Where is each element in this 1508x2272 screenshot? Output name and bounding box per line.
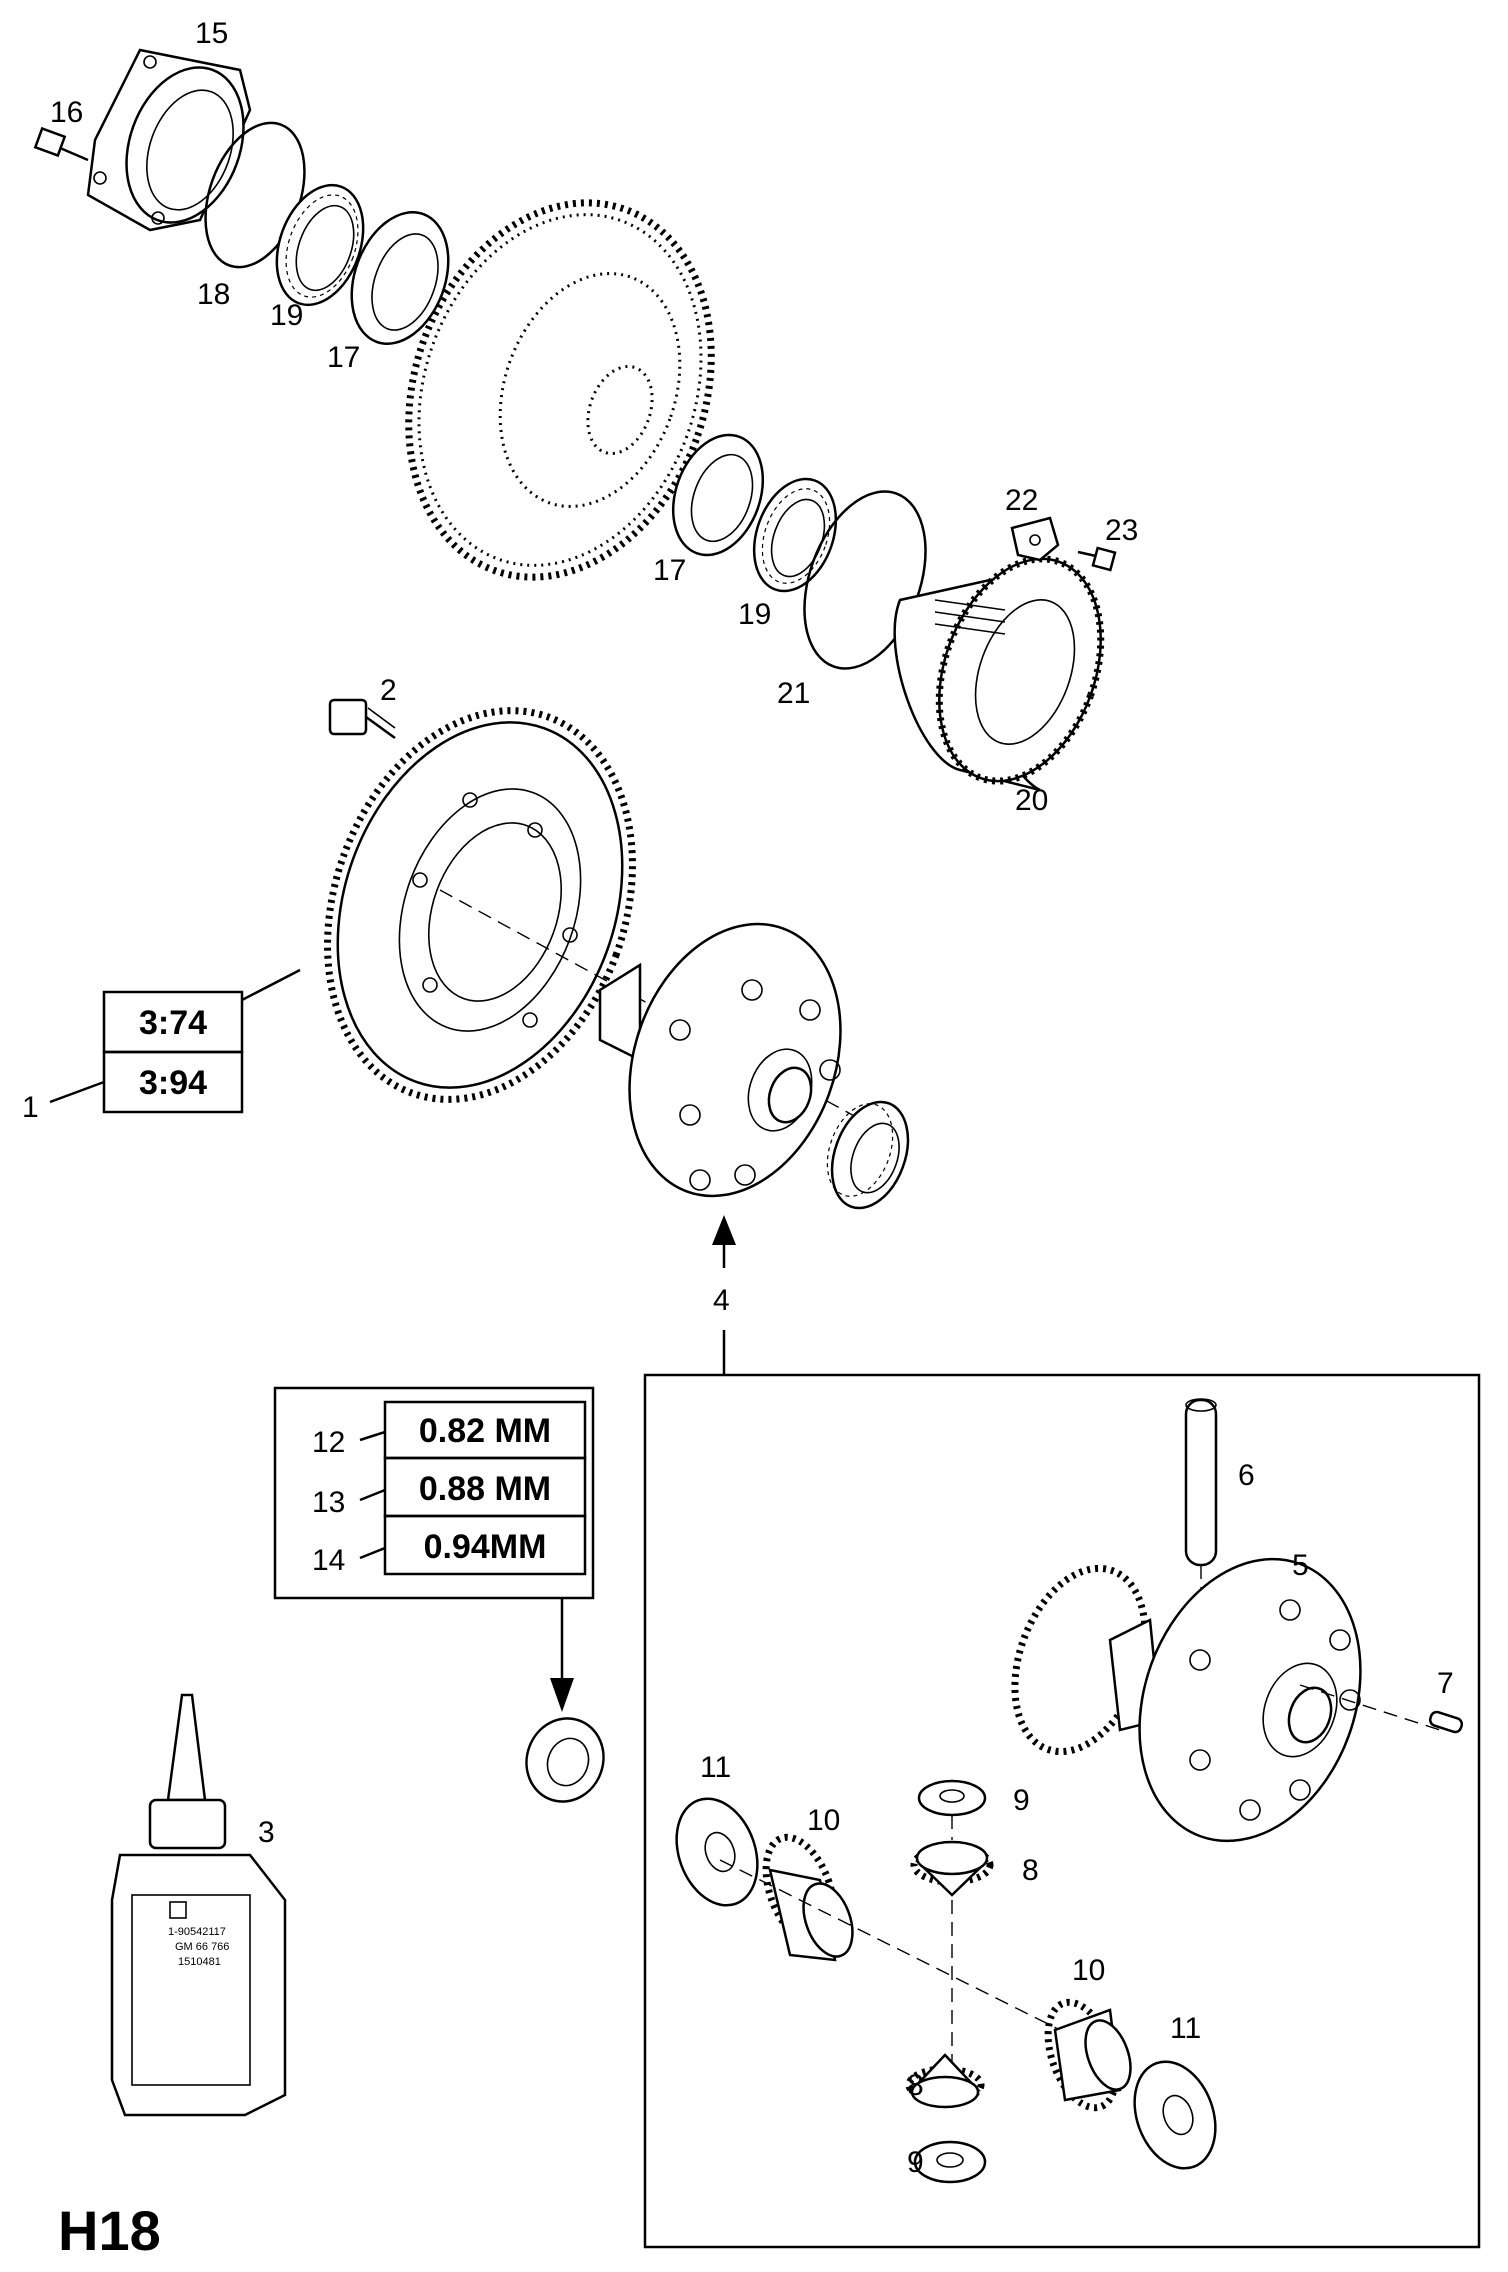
callout-14: 14 bbox=[312, 1544, 345, 1577]
callout-9: 9 bbox=[907, 2146, 924, 2179]
bottle-label-line1: 1-90542117 bbox=[168, 1926, 226, 1938]
callout-9: 9 bbox=[1013, 1784, 1030, 1817]
thrust-washer-9-top bbox=[917, 1779, 987, 1817]
callout-15: 15 bbox=[195, 17, 228, 50]
bottle-label-line3: 1510481 bbox=[178, 1956, 221, 1968]
exploded-inset-frame bbox=[643, 1373, 1481, 2249]
shim-088: 0.88 MM bbox=[419, 1470, 551, 1508]
bearing-19-left bbox=[275, 183, 365, 307]
callout-10: 10 bbox=[1072, 1954, 1105, 1987]
bearing-race-17-right bbox=[671, 433, 765, 557]
differential-case-4 bbox=[598, 922, 842, 1198]
arrow-down-to-shim bbox=[525, 1598, 605, 1803]
callout-1: 1 bbox=[22, 1091, 39, 1124]
pinion-gear-8-bottom bbox=[905, 2053, 985, 2109]
callout-3: 3 bbox=[258, 1816, 275, 1849]
sealant-bottle-3 bbox=[110, 1693, 287, 2117]
pinion-gear-8-top bbox=[910, 1840, 994, 1897]
callout-20: 20 bbox=[1015, 784, 1048, 817]
ratio-394: 3:94 bbox=[139, 1064, 207, 1102]
callout-21: 21 bbox=[777, 677, 810, 710]
thrust-washer-11-left bbox=[675, 1797, 759, 1907]
callout-19: 19 bbox=[270, 299, 303, 332]
top-assembly bbox=[33, 48, 1117, 792]
ring-gear-1 bbox=[324, 707, 636, 1103]
callout-17: 17 bbox=[653, 554, 686, 587]
callout-labels: 15 16 18 19 17 17 19 21 22 23 20 2 1 4 1… bbox=[22, 17, 1454, 2179]
callout-11: 11 bbox=[1170, 2012, 1201, 2045]
callout-8: 8 bbox=[1022, 1854, 1039, 1887]
middle-assembly bbox=[324, 698, 910, 1375]
callout-12: 12 bbox=[312, 1426, 345, 1459]
ratio-374: 3:74 bbox=[139, 1004, 207, 1042]
bottle-label-line2: GM 66 766 bbox=[175, 1941, 229, 1953]
callout-19: 19 bbox=[738, 598, 771, 631]
thrust-washer-9-bottom bbox=[913, 2140, 987, 2184]
callout-4: 4 bbox=[713, 1284, 730, 1317]
ring-gear-bolt-2 bbox=[328, 698, 396, 740]
callout-13: 13 bbox=[312, 1486, 345, 1519]
callout-23: 23 bbox=[1105, 514, 1138, 547]
arrow-up-to-case bbox=[712, 1215, 736, 1268]
shim-table bbox=[273, 1386, 595, 1600]
side-gear-10-right bbox=[1044, 1998, 1132, 2112]
callout-6: 6 bbox=[1238, 1459, 1255, 1492]
callout-22: 22 bbox=[1005, 484, 1038, 517]
bolt-16 bbox=[33, 126, 89, 162]
lock-plate-22 bbox=[1010, 516, 1060, 562]
lock-pin-7 bbox=[1428, 1710, 1464, 1734]
case-bearing bbox=[826, 1100, 910, 1210]
bearing-19-right bbox=[752, 477, 838, 593]
differential-case-5 bbox=[1011, 1557, 1362, 1843]
diagram-code: H18 bbox=[58, 2199, 161, 2262]
thrust-washer-11-right bbox=[1133, 2060, 1217, 2170]
shim-082: 0.82 MM bbox=[419, 1412, 551, 1450]
shim-labels: 0.82 MM 0.88 MM 0.94MM bbox=[419, 1412, 551, 1566]
callout-10: 10 bbox=[807, 1804, 840, 1837]
shim-094: 0.94MM bbox=[424, 1528, 547, 1566]
bearing-race-17-left bbox=[350, 211, 450, 345]
callout-7: 7 bbox=[1437, 1667, 1454, 1700]
callout-11: 11 bbox=[700, 1751, 731, 1784]
callout-8: 8 bbox=[907, 2069, 924, 2102]
callout-16: 16 bbox=[50, 96, 83, 129]
ratio-boxes bbox=[49, 968, 301, 1114]
ratio-labels: 3:74 3:94 bbox=[139, 1004, 207, 1102]
callout-2: 2 bbox=[380, 674, 397, 707]
side-gear-10-left bbox=[762, 1833, 854, 1962]
flange-cover-15 bbox=[86, 48, 252, 232]
callout-18: 18 bbox=[197, 278, 230, 311]
bolt-23 bbox=[1077, 546, 1117, 572]
bottle-label-text: 1-90542117 GM 66 766 1510481 bbox=[168, 1926, 229, 1968]
callout-17: 17 bbox=[327, 341, 360, 374]
adjusting-ring-20 bbox=[893, 555, 1105, 792]
shaft-pin-6 bbox=[1184, 1398, 1218, 1567]
callout-5: 5 bbox=[1292, 1549, 1309, 1582]
